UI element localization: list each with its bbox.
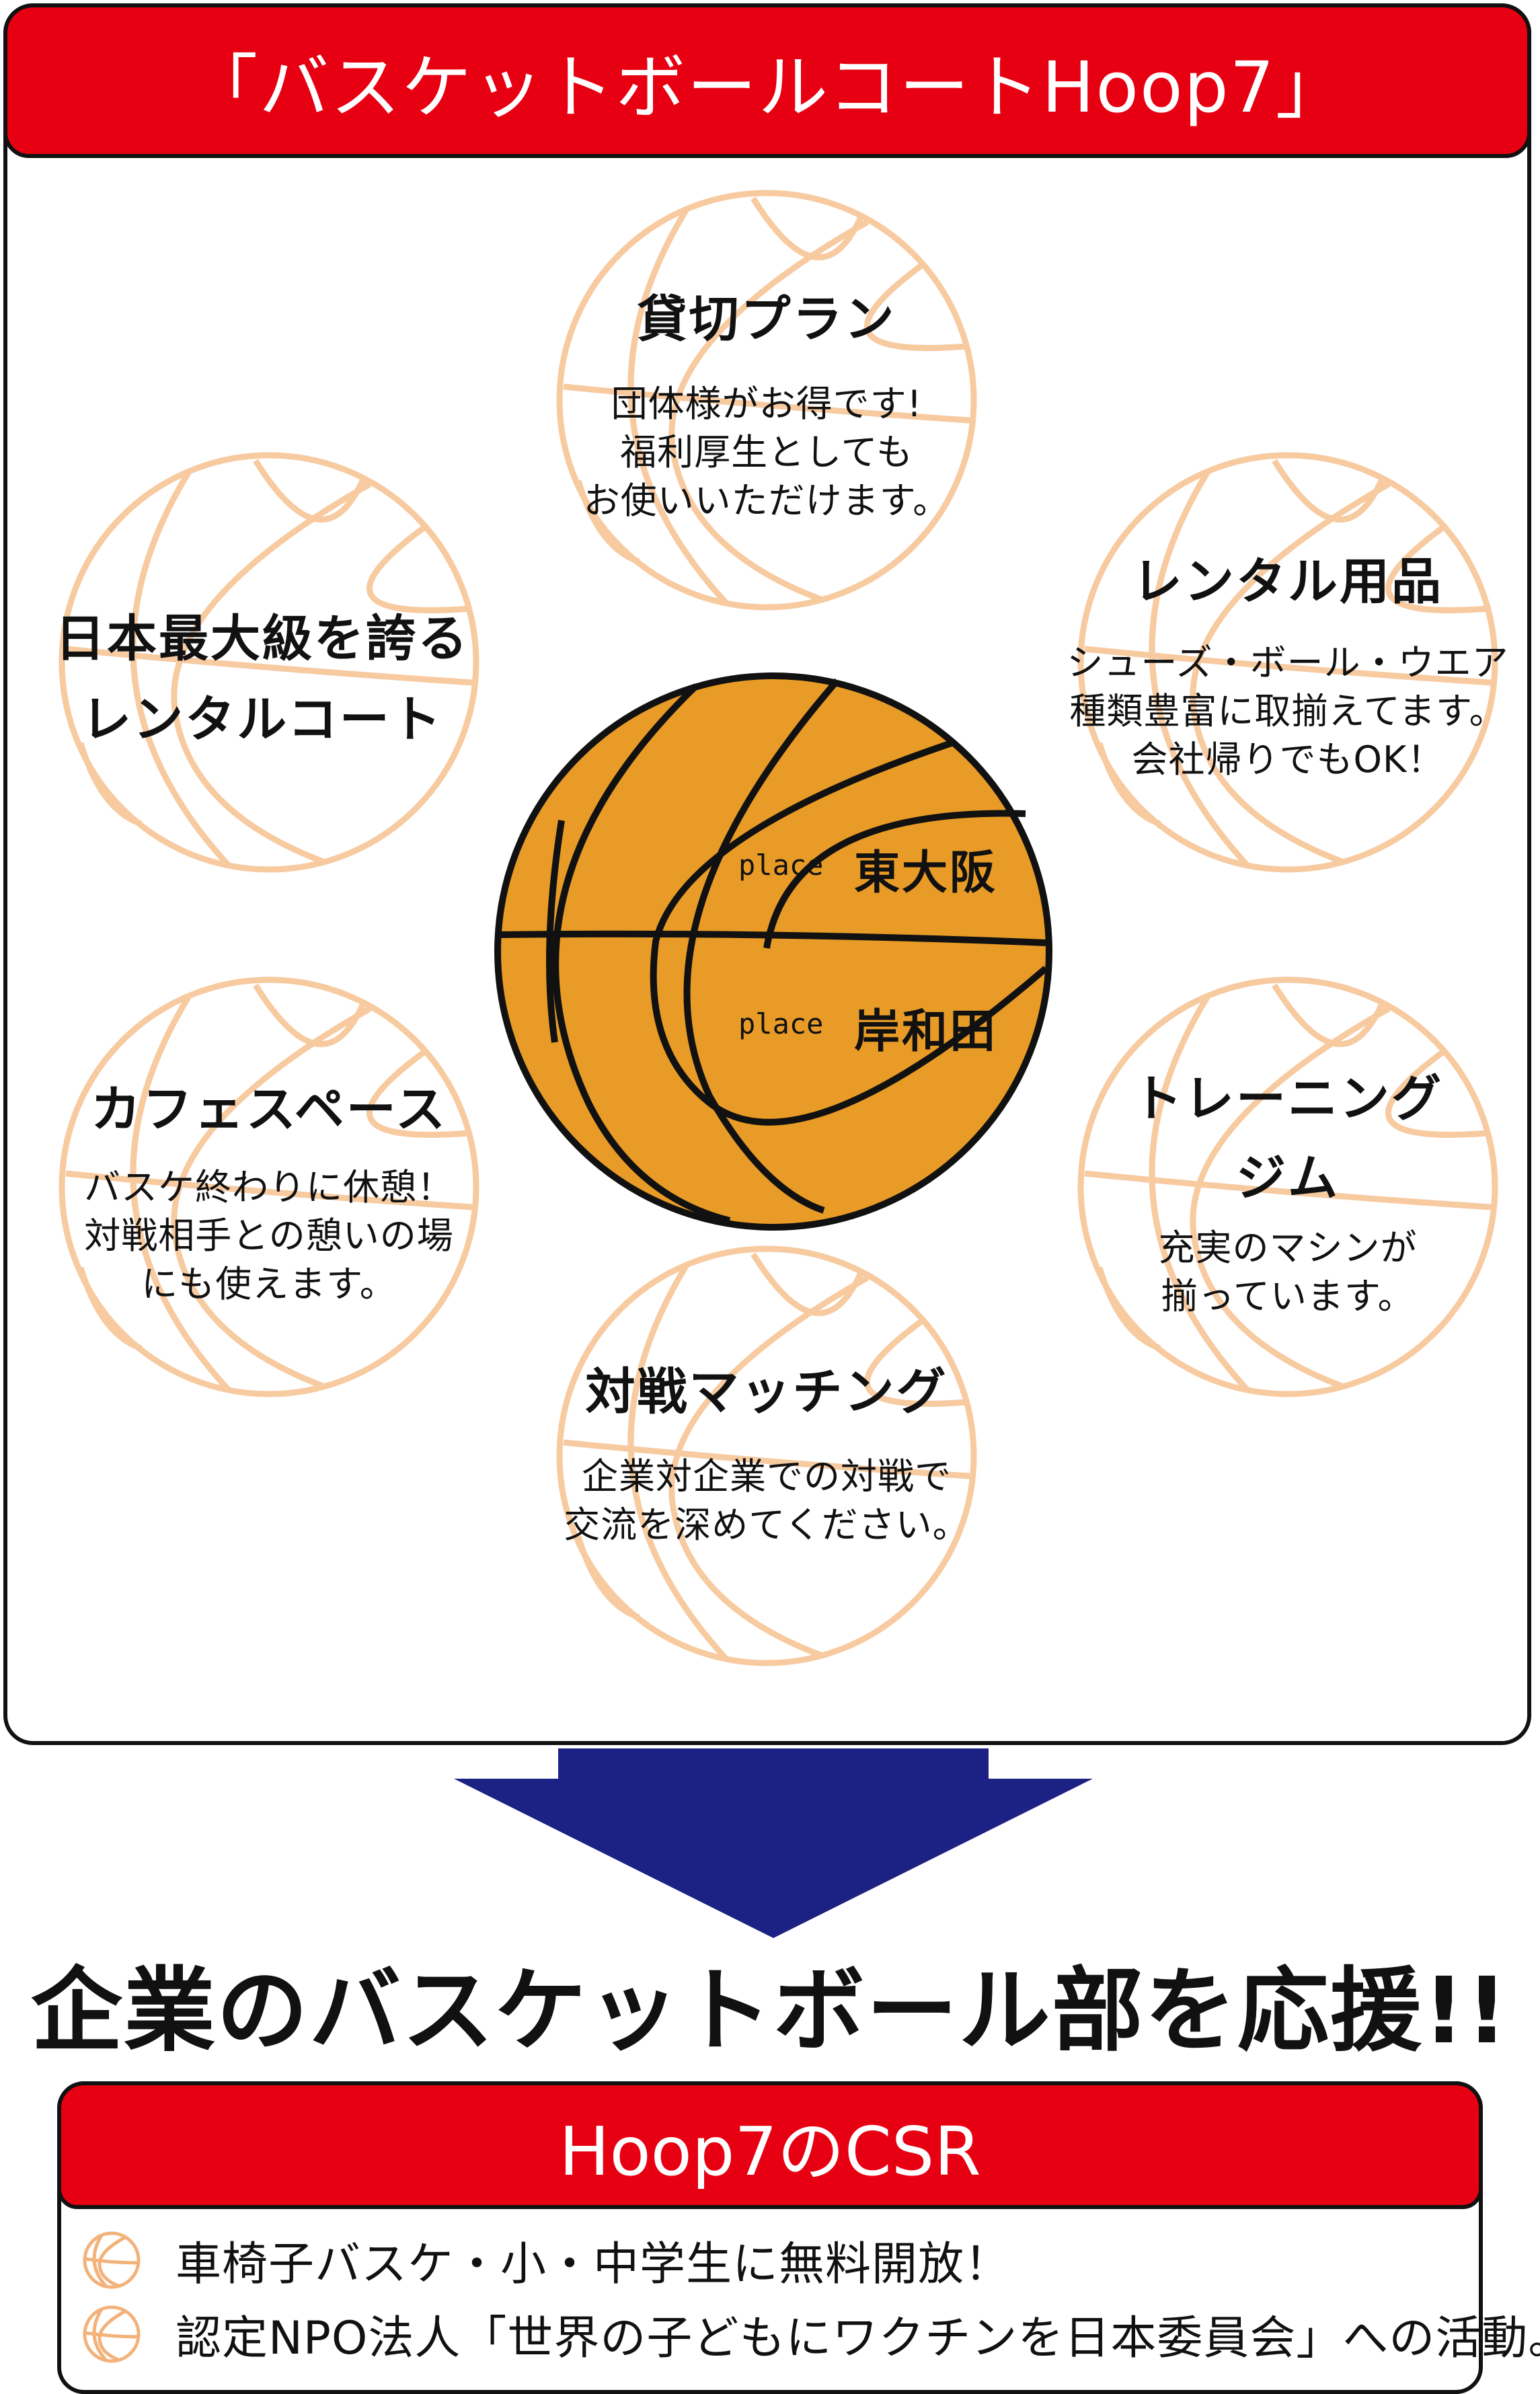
feature-desc-rental-goods: シューズ・ボール・ウエア 種類豊富に取揃えてます。 会社帰りでもOK！ xyxy=(1036,639,1540,784)
csr-item: 車椅子バスケ・小・中学生に無料開放！ xyxy=(81,2227,1011,2293)
center-basketball xyxy=(494,672,1052,1231)
basketball-icon xyxy=(81,2304,142,2364)
feature-desc-gym: 充実のマシンが 揃っています。 xyxy=(1069,1224,1506,1321)
csr-box: Hoop7のCSR 車椅子バスケ・小・中学生に無料開放！ 認定NPO法人「世界の… xyxy=(57,2081,1540,2394)
csr-header: Hoop7のCSR xyxy=(57,2081,1483,2209)
feature-title-court: 日本最大級を誇る レンタルコート xyxy=(13,598,511,760)
feature-desc-kashikiri: 団体様がお得です! 福利厚生としても お使いいただけます。 xyxy=(548,380,985,525)
title-line: ジム xyxy=(1236,1149,1340,1207)
basketball-icon xyxy=(81,2230,142,2290)
place-name-higashiosaka: 東大阪 xyxy=(854,847,998,900)
feature-title-gym: トレーニング ジム xyxy=(1069,1059,1506,1218)
panel-header: 「バスケットボールコートHoop7」 xyxy=(3,3,1531,158)
desc-line: 種類豊富に取揃えてます。 xyxy=(1069,690,1506,732)
place-tag: place xyxy=(738,1007,824,1040)
desc-line: にも使えます。 xyxy=(141,1263,397,1305)
title-line: トレーニング xyxy=(1132,1070,1443,1128)
desc-line: シューズ・ボール・ウエア xyxy=(1067,642,1509,684)
desc-line: 福利厚生としても xyxy=(620,431,913,473)
feature-title-rental-goods: レンタル用品 xyxy=(1132,553,1443,611)
panel-title: 「バスケットボールコートHoop7」 xyxy=(188,46,1347,128)
desc-line: 交流を深めてください。 xyxy=(564,1504,970,1546)
place-name-kishiwada: 岸和田 xyxy=(854,1005,998,1058)
csr-item-text: 認定NPO法人「世界の子どもにワクチンを日本委員会」への活動。 xyxy=(176,2312,1540,2365)
desc-line: 対戦相手との憩いの場 xyxy=(84,1214,454,1257)
desc-line: 揃っています。 xyxy=(1161,1275,1415,1317)
feature-title-kashikiri: 貸切プラン xyxy=(637,291,896,348)
feature-desc-cafe: バスケ終わりに休憩！ 対戦相手との憩いの場 にも使えます。 xyxy=(20,1163,518,1309)
desc-line: 団体様がお得です! xyxy=(611,383,923,425)
desc-line: 会社帰りでもOK！ xyxy=(1131,738,1445,781)
down-arrow-icon xyxy=(454,1748,1093,1938)
feature-title-cafe: カフェスペース xyxy=(90,1081,448,1138)
csr-title: Hoop7のCSR xyxy=(559,2112,981,2191)
title-line: レンタルコート xyxy=(81,691,443,748)
feature-title-match: 対戦マッチング xyxy=(585,1363,948,1421)
desc-line: お使いいただけます。 xyxy=(583,479,950,522)
desc-line: 企業対企業での対戦で xyxy=(582,1455,952,1498)
csr-item-text: 車椅子バスケ・小・中学生に無料開放！ xyxy=(176,2238,1011,2291)
place-tag: place xyxy=(738,849,824,882)
feature-desc-match: 企業対企業での対戦で 交流を深めてください。 xyxy=(531,1453,1002,1549)
slogan: 企業のバスケットボール部を応援!! xyxy=(30,1958,1510,2064)
title-line: 日本最大級を誇る xyxy=(55,610,469,668)
desc-line: バスケ終わりに休憩！ xyxy=(84,1166,454,1208)
desc-line: 充実のマシンが xyxy=(1158,1227,1418,1269)
csr-item: 認定NPO法人「世界の子どもにワクチンを日本委員会」への活動。 xyxy=(81,2301,1540,2367)
